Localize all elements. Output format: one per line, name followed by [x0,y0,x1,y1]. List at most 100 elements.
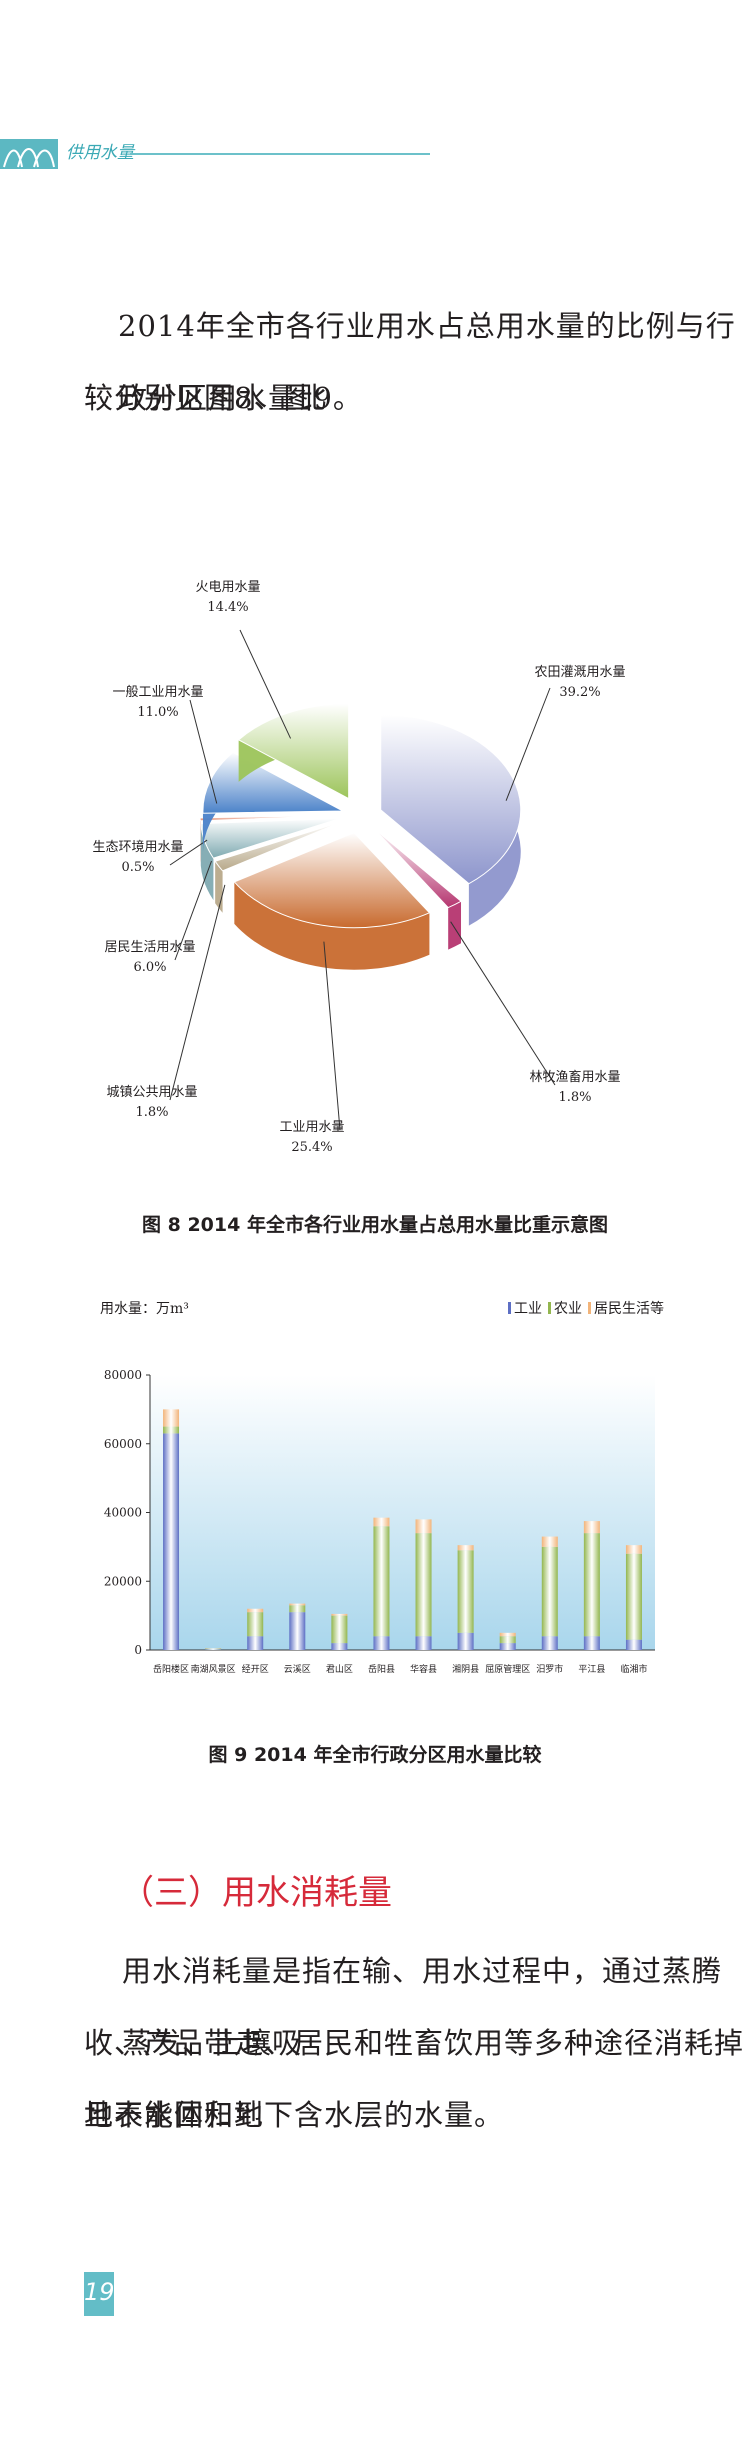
pie-slice [233,832,431,929]
leader-line [505,687,551,801]
x-tick-label: 经开区 [242,1663,269,1675]
bar-segment [331,1643,348,1650]
bar-segment [415,1519,432,1534]
pie-slice-value: 39.2% [559,685,600,700]
y-tick-label: 40000 [104,1506,142,1520]
x-tick-label: 湘阴县 [452,1663,479,1675]
leader-line [169,839,208,866]
pie-slice [199,815,341,822]
pie-chart: 农田灌溉用水量 39.2% 林牧渔畜用水量 1.8% 工业用水量 25.4% 城镇公共用水量… [92,580,625,1155]
x-tick-label: 屈原管理区 [485,1663,530,1675]
bar-segment [541,1536,558,1547]
legend-label: 农业 [554,1301,582,1317]
x-tick-label: 云溪区 [284,1663,311,1675]
header-tab [0,139,58,169]
bar-segment [457,1632,474,1650]
bar-segment [163,1433,180,1650]
x-tick-label: 君山区 [326,1664,353,1675]
section-line-3: 地表水体和地下含水层的水量。 [84,2098,505,2132]
bar-segment [289,1605,306,1613]
y-tick-label: 0 [134,1643,142,1657]
bar-segment [583,1636,600,1650]
pie-slice-name: 火电用水量 [195,580,260,595]
pie-slice-name: 居民生活用水量 [104,940,195,955]
pie-slice-value: 25.4% [291,1140,332,1155]
leader-line [323,941,341,1131]
y-tick-label: 60000 [104,1437,142,1451]
pie-slice-name: 一般工业用水量 [112,684,203,700]
bar-segment [331,1615,348,1644]
leader-line [450,921,556,1086]
bar-segment [415,1533,432,1637]
legend-swatch [548,1302,551,1314]
leader-line [239,629,292,739]
bar-segment [373,1636,390,1650]
pie-slice-side [448,901,462,950]
bar-segment [625,1553,642,1640]
section-line-2: 收、产品带走、居民和牲畜饮用等多种途径消耗掉且不能回归到 [84,2026,745,2132]
pie-slice [380,714,522,885]
pie-slice-value: 11.0% [137,705,178,720]
legend-swatch [588,1302,591,1314]
bar-segment [541,1546,558,1637]
bar-segment [625,1639,642,1650]
leader-line [174,860,212,961]
pie-slice-value: 14.4% [207,600,248,615]
bar-segment [289,1612,306,1650]
bar-segment [583,1521,600,1534]
bar-segment [289,1603,306,1606]
y-axis-label: 用水量：万m³ [100,1301,189,1317]
x-tick-label: 汨罗市 [536,1663,563,1675]
bar-segment [415,1636,432,1650]
bar-segment [625,1545,642,1554]
legend-label: 工业 [514,1301,542,1317]
pie-slice [237,703,350,800]
header-divider [130,153,430,155]
pie-slice-name: 林牧渔畜用水量 [529,1069,620,1085]
x-tick-label: 南湖风景区 [191,1663,236,1675]
pie-slice-name: 城镇公共用水量 [106,1085,197,1100]
bar-caption: 图 9 2014 年全市行政分区用水量比较 [208,1744,542,1766]
x-tick-label: 临湘市 [620,1663,647,1675]
bar-segment [163,1426,180,1434]
legend-swatch [508,1302,511,1314]
bar-segment [457,1550,474,1633]
x-tick-label: 岳阳楼区 [153,1663,189,1675]
x-tick-label: 平江县 [578,1664,605,1675]
bar-segment [205,1649,222,1650]
bar-segment [499,1636,516,1644]
x-tick-label: 华容县 [410,1663,437,1675]
bar-segment [163,1409,180,1427]
pie-slice-name: 农田灌溉用水量 [534,665,625,680]
plot-area [150,1375,655,1650]
pie-slice [214,821,343,872]
section-label: 供用水量 [66,143,134,163]
section-line-1: 用水消耗量是指在输、用水过程中，通过蒸腾蒸发、土壤吸 [122,1954,723,2060]
intro-line-1: 2014年全市各行业用水占总用水量的比例与行政分区用水量比 [118,309,736,415]
pie-slice-value: 6.0% [133,960,166,975]
pie-slice-name: 工业用水量 [279,1120,344,1135]
bar-segment [373,1517,390,1527]
bar-segment [457,1545,474,1551]
bar-segment [541,1636,558,1650]
y-tick-label: 80000 [104,1368,142,1382]
bar-segment [247,1636,264,1650]
legend-label: 居民生活等 [594,1300,664,1317]
bar-segment [331,1613,348,1616]
bar-segment [583,1533,600,1637]
pie-slice-name: 生态环境用水量 [92,840,183,855]
bar-segment [499,1643,516,1650]
bar-segment [205,1648,222,1650]
bar-segment [373,1526,390,1637]
bar-chart: 用水量：万m³ 工业农业居民生活等 0 20000 40000 60000 80000 岳阳楼… [100,1300,664,1675]
pie-slice [202,751,345,814]
bar-segment [247,1612,264,1637]
pie-slice-value: 0.5% [121,860,154,875]
pie-caption: 图 8 2014 年全市各行业用水量占总用水量比重示意图 [142,1214,608,1236]
y-tick-label: 20000 [104,1574,142,1588]
pie-slice-value: 1.8% [558,1090,591,1105]
page-number-box [84,2272,114,2316]
wave-icon [3,148,55,168]
x-tick-label: 岳阳县 [368,1663,395,1675]
leader-line [169,884,226,1101]
